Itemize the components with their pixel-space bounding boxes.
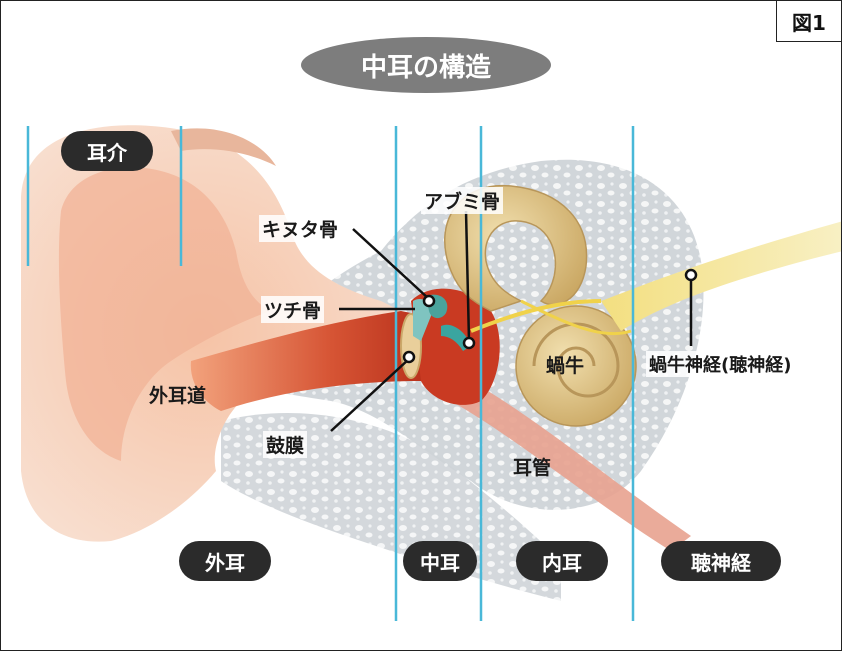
region-auricle-pill: 耳介 [61, 131, 153, 171]
diagram-title: 中耳の構造 [301, 37, 551, 93]
region-inner-ear-pill: 内耳 [516, 541, 608, 581]
label-malleus: ツチ骨 [261, 296, 324, 323]
label-cochlear-nerve: 蝸牛神経(聴神経) [646, 351, 794, 377]
region-middle-ear-pill: 中耳 [403, 541, 477, 581]
figure-number: 図1 [776, 1, 841, 42]
region-outer-ear-pill: 外耳 [179, 541, 271, 581]
label-ear-canal: 外耳道 [149, 381, 206, 408]
label-eustachian-tube: 耳管 [513, 453, 551, 480]
label-cochlea: 蝸牛 [546, 351, 584, 378]
label-stapes: アブミ骨 [421, 187, 503, 214]
label-incus: キヌタ骨 [259, 215, 341, 242]
region-auditory-nerve-pill: 聴神経 [661, 541, 781, 581]
label-eardrum: 鼓膜 [263, 431, 307, 458]
